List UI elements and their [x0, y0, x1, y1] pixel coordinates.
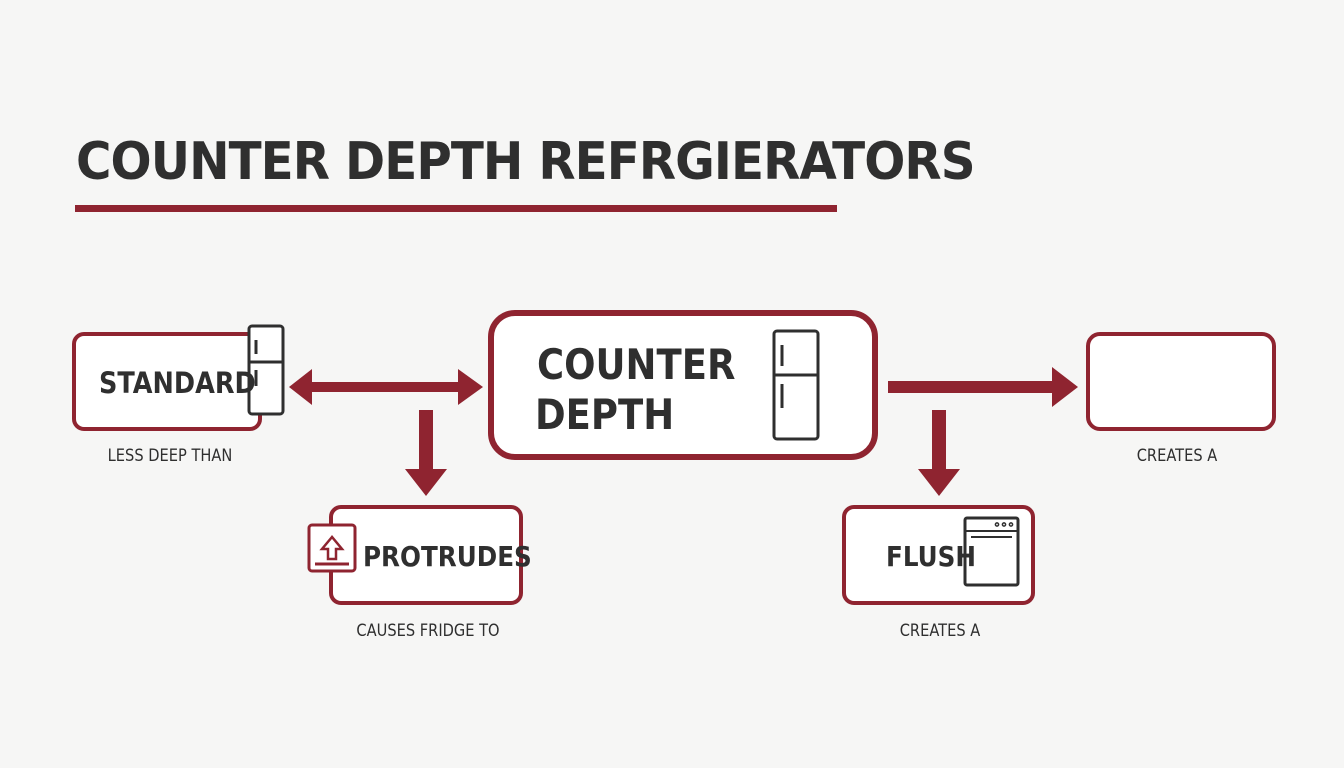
double-arrow: [289, 369, 483, 405]
dishwasher-icon: [963, 516, 1020, 587]
counter-depth-label-line2: DEPTH: [535, 390, 675, 439]
protrudes-label: PROTRUDES: [363, 540, 532, 573]
flush-label: FLUSH: [886, 540, 977, 573]
down-arrow-left: [405, 410, 447, 496]
refrigerator-icon: [772, 329, 820, 441]
down-arrow-right: [918, 410, 960, 496]
empty-right-caption: CREATES A: [1136, 446, 1218, 466]
standard-caption: LESS DEEP THAN: [107, 446, 233, 466]
protrude-arrow-icon: [307, 523, 357, 573]
right-arrow: [888, 367, 1078, 407]
standard-label: STANDARD: [99, 366, 256, 400]
flush-caption: CREATES A: [899, 621, 981, 641]
refrigerator-icon: [247, 324, 285, 416]
counter-depth-label-line1: COUNTER: [537, 340, 736, 389]
empty-right-node: [1086, 332, 1276, 431]
title-underline: [75, 205, 837, 212]
protrudes-caption: CAUSES FRIDGE TO: [356, 621, 500, 641]
diagram-title: COUNTER DEPTH REFRGIERATORS: [76, 132, 976, 192]
